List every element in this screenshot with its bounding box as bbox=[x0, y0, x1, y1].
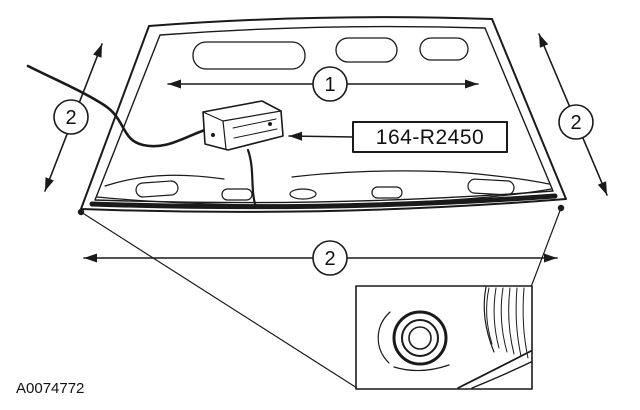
package-tray bbox=[96, 37, 552, 206]
module-lead-wire bbox=[246, 148, 258, 209]
hatch-line bbox=[522, 287, 529, 359]
arrowhead-up bbox=[539, 34, 549, 48]
detail-inset bbox=[80, 207, 562, 390]
hatch-line bbox=[486, 287, 493, 345]
tray-contour bbox=[291, 170, 550, 185]
arrowhead-down bbox=[45, 177, 54, 191]
tray-front-edge bbox=[96, 188, 552, 206]
trim-edge-curve bbox=[457, 350, 532, 389]
window-lower-seal bbox=[89, 193, 558, 210]
leader-line-left bbox=[80, 211, 358, 389]
grommet-recess-line bbox=[393, 364, 450, 372]
callout-1-circle bbox=[312, 66, 348, 102]
figure-id: A0074772 bbox=[16, 380, 84, 397]
tray-contour bbox=[104, 174, 225, 187]
callout-2-bottom-label: 2 bbox=[324, 248, 335, 270]
window-outer-outline bbox=[80, 16, 567, 213]
arrowhead-down bbox=[597, 181, 607, 195]
dimension-left-edge: 2 bbox=[44, 43, 103, 192]
pillar-trim-hatching bbox=[457, 286, 532, 389]
module-detail-line bbox=[233, 128, 278, 139]
part-callout-label: 164-R2450 bbox=[376, 126, 484, 149]
tray-recess bbox=[335, 37, 398, 63]
tray-hole bbox=[289, 188, 317, 200]
arrowhead-up bbox=[93, 44, 102, 58]
grommet-outer-ring bbox=[392, 310, 448, 366]
tray-slot bbox=[467, 178, 515, 196]
module-detail-line bbox=[232, 118, 277, 129]
arrowhead-left bbox=[84, 253, 97, 263]
module-screw bbox=[268, 122, 272, 126]
hatch-line bbox=[515, 287, 522, 357]
hatch-line bbox=[508, 287, 515, 355]
grommet-inner-hole bbox=[408, 326, 432, 350]
module-edge bbox=[222, 120, 227, 150]
dimension-bottom-width: 2 bbox=[83, 240, 558, 276]
grommet-recess-arc bbox=[377, 311, 391, 364]
arrowhead-right bbox=[544, 253, 557, 263]
trim-edge-curve bbox=[471, 361, 532, 389]
module-screw bbox=[211, 133, 215, 137]
tray-slot bbox=[221, 188, 253, 201]
window-inner-outline bbox=[94, 25, 554, 204]
callout-2-right-circle bbox=[558, 104, 594, 140]
callout-1-label: 1 bbox=[324, 74, 335, 96]
hatch-line bbox=[493, 287, 500, 349]
rear-window bbox=[80, 16, 567, 213]
tray-recess bbox=[419, 37, 469, 61]
dimension-right-edge: 2 bbox=[538, 33, 608, 196]
callout-2-bottom-circle bbox=[312, 240, 348, 276]
part-callout: 164-R2450 bbox=[288, 121, 508, 153]
arrowhead-left bbox=[168, 79, 181, 89]
callout-2-left-circle bbox=[53, 99, 89, 135]
callout-2-right-label: 2 bbox=[570, 112, 581, 134]
tray-recess bbox=[192, 41, 306, 70]
module-harness-wire bbox=[26, 64, 207, 148]
tray-slot bbox=[371, 186, 403, 199]
part-callout-box bbox=[352, 121, 508, 153]
grommet-detail bbox=[377, 310, 450, 372]
callout-2-left-label: 2 bbox=[65, 107, 76, 129]
arrowhead-right bbox=[465, 79, 478, 89]
hatch-line bbox=[500, 287, 508, 353]
leader-line-right bbox=[530, 207, 562, 288]
dimension-width: 1 bbox=[167, 66, 479, 102]
antenna-module bbox=[202, 100, 284, 151]
grommet-mid-ring bbox=[401, 319, 439, 357]
arrowhead-left bbox=[289, 131, 302, 141]
trim-boundary bbox=[483, 286, 495, 353]
detail-inset-border bbox=[355, 285, 533, 390]
tray-slot bbox=[135, 180, 179, 198]
